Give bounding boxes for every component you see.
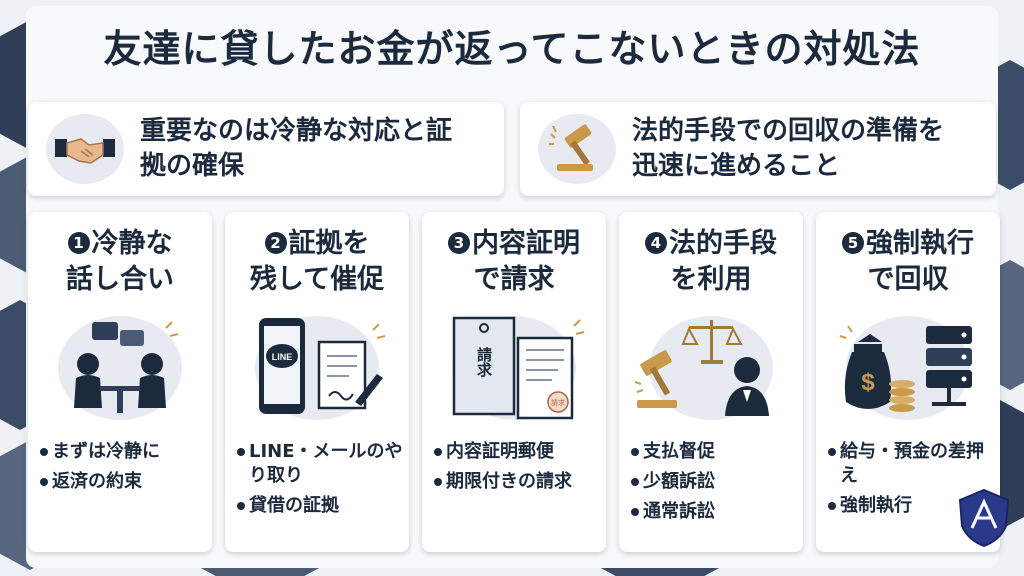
stamp-label: 請求 [551,398,565,407]
step-number: 4 [645,232,667,254]
list-item: 強制執行 [816,494,1000,518]
envelope-label: 請求 [475,346,493,378]
step-number: 2 [264,232,287,254]
step-number: 1 [67,232,90,254]
list-item: 返済の約束 [28,470,212,494]
list-item: 少額訴訟 [619,470,803,494]
key-point-text: 法的手段での回収の準備を迅速に進めること [632,115,945,181]
phone-document-icon: LINE [259,318,386,414]
gavel-icon [549,124,593,171]
step-number: 5 [842,232,864,254]
list-item: 給与・預金の差押え [816,440,1000,488]
key-point-legal: 法的手段での回収の準備を迅速に進めること [520,102,996,196]
shield-logo-icon [958,488,1010,548]
key-point-evidence: 重要なのは冷静な対応と証拠の確保 [28,102,504,196]
list-item: 貸借の証拠 [225,494,409,518]
list-item: まずは冷静に [28,440,212,464]
scales-lawyer-icon [634,320,769,416]
handshake-icon [55,138,115,164]
page-title: 友達に貸したお金が返ってこないときの対処法 [103,27,921,71]
list-item: LINE・メールのやり取り [225,440,409,488]
infographic-panel: 友達に貸したお金が返ってこないときの対処法 重要なのは冷静な対応と証拠の確保 法… [26,6,1000,568]
step-number: 3 [448,232,470,254]
key-point-text: 重要なのは冷静な対応と証拠の確保 [140,115,453,181]
line-label: LINE [272,352,293,362]
list-item: 内容証明郵便 [422,440,606,464]
meeting-icon [74,321,179,413]
money-bag-server-icon: $ [839,325,972,412]
list-item: 支払督促 [619,440,803,464]
list-item: 期限付きの請求 [422,470,606,494]
certified-mail-icon: 請求 請求 [452,316,585,420]
list-item: 通常訴訟 [619,500,803,524]
svg-text:$: $ [861,369,875,396]
